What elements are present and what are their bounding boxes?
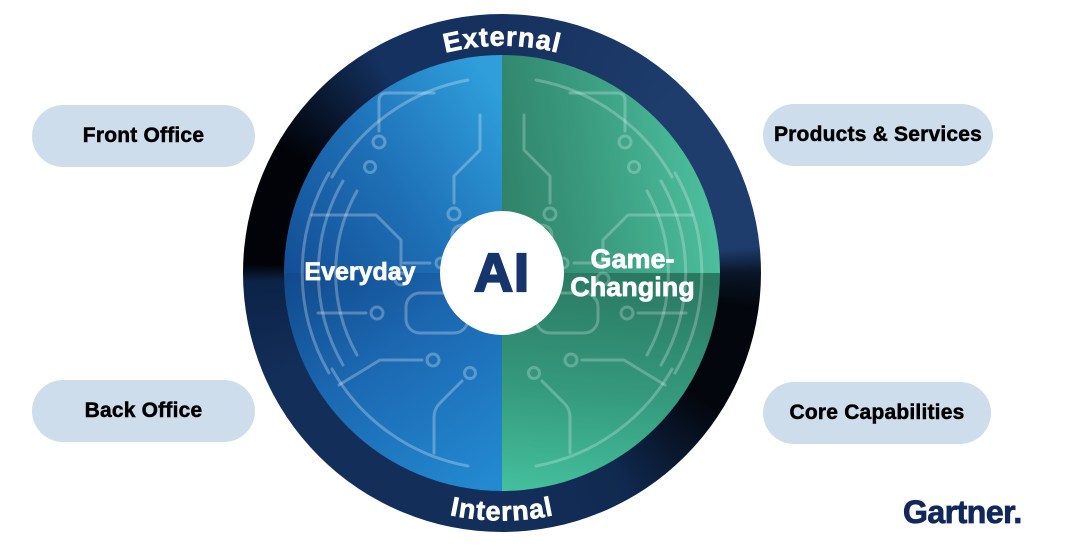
left-half-label: Everyday <box>304 258 416 287</box>
ai-wheel: Everyday Game- Changing AI <box>243 14 761 532</box>
inner-disc: Everyday Game- Changing AI <box>284 55 720 491</box>
pill-back-office: Back Office <box>32 380 255 442</box>
right-half-label-line2: Changing <box>570 272 695 302</box>
right-half-label-line1: Game- <box>590 244 675 274</box>
right-half-label: Game- Changing <box>550 244 715 302</box>
pill-products-services: Products & Services <box>763 104 993 166</box>
pill-back-office-label: Back Office <box>84 399 203 423</box>
pill-front-office-label: Front Office <box>82 124 205 148</box>
pill-front-office: Front Office <box>32 105 255 167</box>
center-ai-label: AI <box>473 242 530 304</box>
pill-core-capabilities: Core Capabilities <box>763 382 991 444</box>
center-circle: AI <box>440 211 564 335</box>
pill-core-capabilities-label: Core Capabilities <box>789 401 965 425</box>
gartner-logo: Gartner. <box>903 494 1023 531</box>
pill-products-services-label: Products & Services <box>773 123 983 147</box>
